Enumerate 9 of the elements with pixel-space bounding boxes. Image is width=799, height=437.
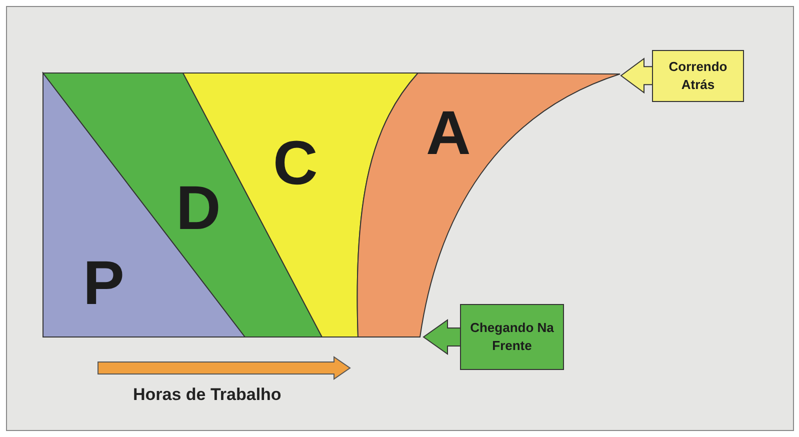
phase-letter: A	[426, 103, 471, 165]
callout-box: Chegando Na Frente	[460, 304, 564, 370]
block-arrow	[620, 58, 652, 94]
block-arrow	[422, 319, 460, 355]
axis-label: Horas de Trabalho	[133, 385, 282, 405]
phase-letter: D	[176, 178, 221, 240]
callout-box: Correndo Atrás	[652, 50, 744, 102]
phase-letter: P	[83, 253, 124, 315]
phase-letter: C	[273, 133, 318, 195]
